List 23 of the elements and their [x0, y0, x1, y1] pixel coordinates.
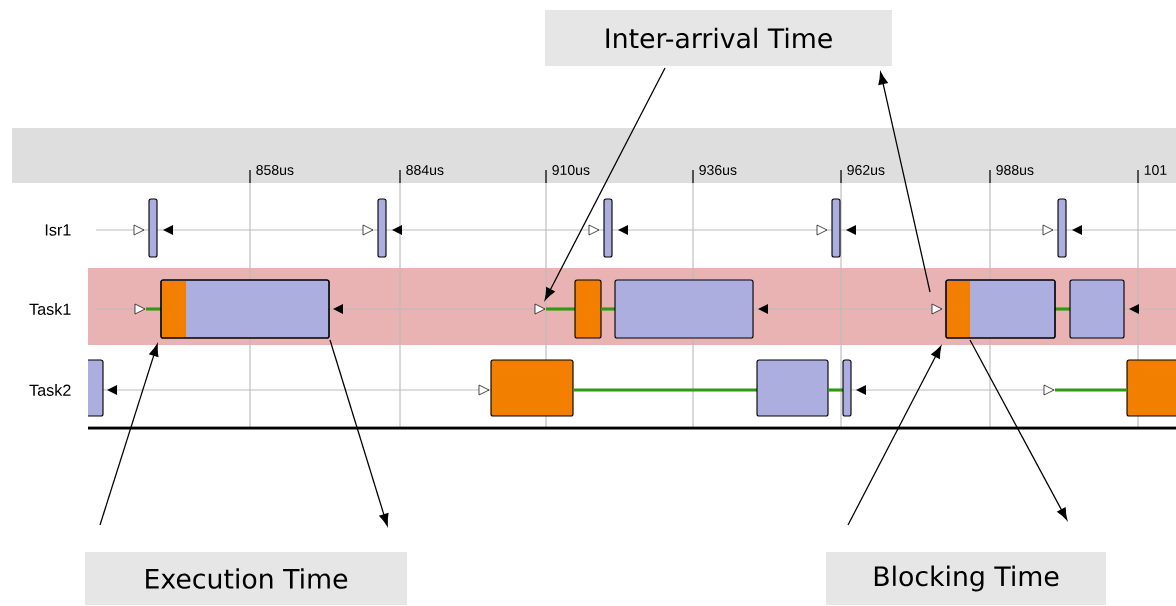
row-label: Task2 [29, 384, 71, 396]
execution-bar [160, 279, 330, 339]
leader-arrow [99, 343, 159, 526]
leader-arrow [878, 72, 931, 293]
label-box: Inter-arrival Time [544, 10, 893, 66]
leader-arrow [544, 67, 666, 301]
execution-bar [945, 279, 1056, 339]
tick-label: 936us [699, 165, 737, 175]
tick-label: 858us [256, 165, 294, 175]
leader-arrow [847, 345, 942, 526]
leader-arrow [329, 339, 389, 527]
tick-label: 988us [996, 165, 1034, 175]
label-box: Blocking Time [826, 552, 1107, 605]
tick-label: 910us [552, 165, 590, 175]
leader-arrow [969, 339, 1068, 521]
tick-label: 962us [847, 165, 885, 175]
row-label: Task1 [29, 303, 71, 315]
tick-label: 884us [406, 165, 444, 175]
arrival-marker [931, 303, 943, 315]
tick-label: 101 [1144, 165, 1167, 175]
row-label: Isr1 [45, 224, 71, 236]
label-box: Execution Time [84, 552, 408, 605]
arrival-marker [534, 303, 546, 315]
